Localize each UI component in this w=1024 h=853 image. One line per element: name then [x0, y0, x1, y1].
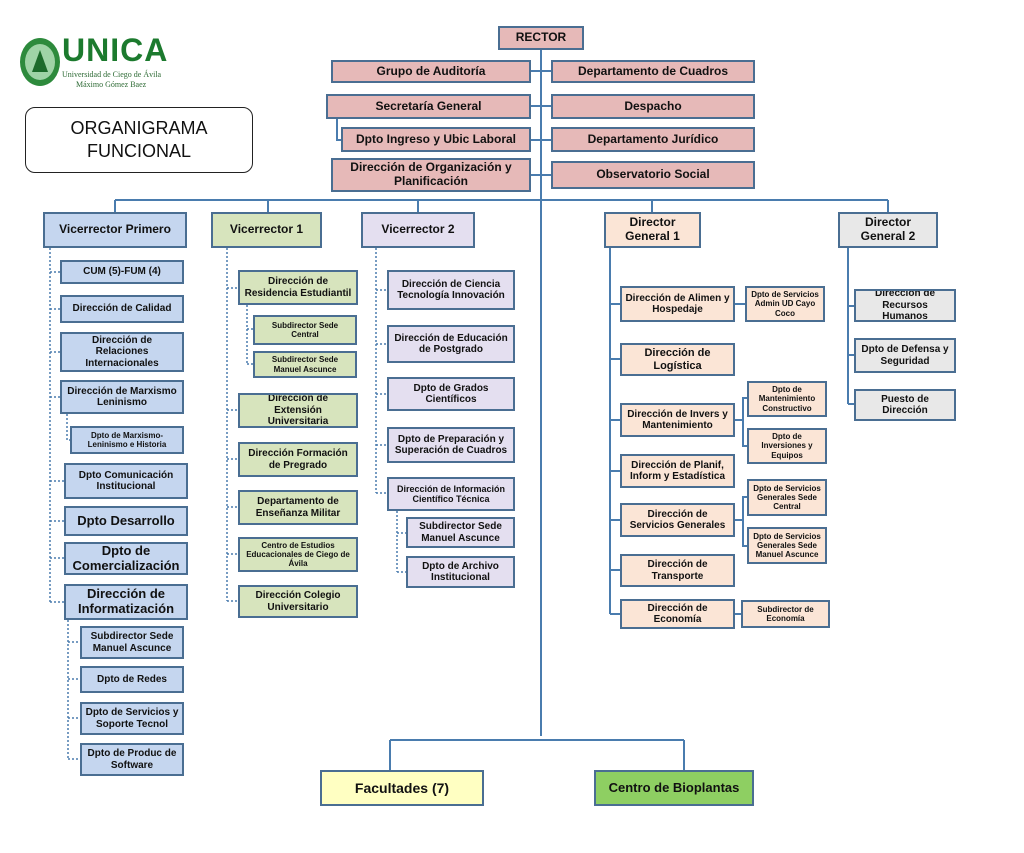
vr2-archivo: Dpto de Archivo Institucional: [406, 556, 515, 588]
vr1-sub: [246, 305, 253, 365]
vrp-sub-info: [67, 620, 80, 760]
vrp-ticks: [50, 271, 64, 603]
dg1-sub-economia: Subdirector de Economía: [741, 600, 830, 628]
staff-auditoria: Grupo de Auditoría: [331, 60, 531, 83]
vrp-marxismo-historia: Dpto de Marxismo-Leninismo e Historia: [70, 426, 184, 454]
vr1-head: Vicerrector 1: [211, 212, 322, 248]
staff-secretaria: Secretaría General: [326, 94, 531, 119]
dg1-ticks: [610, 303, 620, 615]
top-drops: [114, 200, 889, 212]
vrp-calidad: Dirección de Calidad: [60, 295, 184, 323]
vr2-head: Vicerrector 2: [361, 212, 475, 248]
staff-organizacion: Dirección de Organización y Planificació…: [331, 158, 531, 192]
dg1-invers-mant: Dirección de Invers y Mantenimiento: [620, 403, 735, 437]
vrp-relaciones: Dirección de Relaciones Internacionales: [60, 332, 184, 372]
dg1-alimen: Dirección de Alimen y Hospedaje: [620, 286, 735, 322]
vr1-ticks: [227, 287, 238, 602]
vrp-servicios-soporte: Dpto de Servicios y Soporte Tecnol: [80, 702, 184, 735]
dg1-sg-sede-central: Dpto de Servicios Generales Sede Central: [747, 479, 827, 516]
vr1-extension: Dirección de Extensión Universitaria: [238, 393, 358, 428]
logo-wordmark: UNICA: [62, 32, 169, 68]
vr2-ticks: [376, 289, 387, 494]
staff-despacho: Despacho: [551, 94, 755, 119]
vrp-comunicacion: Dpto Comunicación Institucional: [64, 463, 188, 499]
vr2-preparacion: Dpto de Preparación y Superación de Cuad…: [387, 427, 515, 463]
dg1-transporte: Dirección de Transporte: [620, 554, 735, 587]
dg1-mant-constructivo: Dpto de Mantenimiento Constructivo: [747, 381, 827, 417]
dg2-rrhh: Dirección de Recursos Humanos: [854, 289, 956, 322]
dg1-side: [735, 303, 747, 615]
vrp-sub-ml: [66, 414, 70, 441]
vrp-informatizacion: Dirección de Informatización: [64, 584, 188, 620]
chart-title-line-2: FUNCIONAL: [86, 141, 191, 161]
vr2-grados: Dpto de Grados Científicos: [387, 377, 515, 411]
chart-title-line-1: ORGANIGRAMA: [70, 117, 208, 138]
dg1-economia: Dirección de Economía: [620, 599, 735, 629]
vrp-produc-software: Dpto de Produc de Software: [80, 743, 184, 776]
dg1-planif: Dirección de Planif, Inform y Estadístic…: [620, 454, 735, 488]
vr1-sub-sede-ma: Subdirector Sede Manuel Ascunce: [253, 351, 357, 378]
university-seal-icon: [20, 38, 60, 86]
vrp-cum-fum: CUM (5)-FUM (4): [60, 260, 184, 284]
facultades-box: Facultades (7): [320, 770, 484, 806]
vr2-sub-sede-ma: Subdirector Sede Manuel Ascunce: [406, 517, 515, 548]
dg2-head: Director General 2: [838, 212, 938, 248]
dg1-cayo-coco: Dpto de Servicios Admin UD Cayo Coco: [745, 286, 825, 322]
vr2-sub: [396, 511, 406, 573]
vr1-residencia: Dirección de Residencia Estudiantil: [238, 270, 358, 305]
vrp-marxismo: Dirección de Marxismo Leninismo: [60, 380, 184, 414]
vr2-postgrado: Dirección de Educación de Postgrado: [387, 325, 515, 363]
staff-branch-left: [531, 70, 551, 176]
chart-title: ORGANIGRAMA FUNCIONAL: [25, 107, 253, 173]
dg1-serv-generales: Dirección de Servicios Generales: [620, 503, 735, 537]
dg1-head: Director General 1: [604, 212, 701, 248]
vrp-sub-sede-ma: Subdirector Sede Manuel Ascunce: [80, 626, 184, 659]
vrp-comercializacion: Dpto de Comercialización: [64, 542, 188, 575]
vr1-ensenanza-militar: Departamento de Enseñanza Militar: [238, 490, 358, 525]
dg1-inversiones-equipos: Dpto de Inversiones y Equipos: [747, 428, 827, 464]
dg2-defensa: Dpto de Defensa y Seguridad: [854, 338, 956, 373]
vr1-centro-estudios: Centro de Estudios Educacionales de Cieg…: [238, 537, 358, 572]
dg1-sg-sede-ma: Dpto de Servicios Generales Sede Manuel …: [747, 527, 827, 564]
vr-primero-head: Vicerrector Primero: [43, 212, 187, 248]
bottom-bus: [389, 739, 685, 770]
dg2-ticks: [848, 305, 854, 405]
vrp-desarrollo: Dpto Desarrollo: [64, 506, 188, 536]
rector-box: RECTOR: [498, 26, 584, 50]
vr1-pregrado: Dirección Formación de Pregrado: [238, 442, 358, 477]
vrp-redes: Dpto de Redes: [80, 666, 184, 693]
vr2-ciencia: Dirección de Ciencia Tecnología Innovaci…: [387, 270, 515, 310]
staff-ingreso: Dpto Ingreso y Ubic Laboral: [341, 127, 531, 152]
vr1-sub-sede-central: Subdirector Sede Central: [253, 315, 357, 345]
staff-cuadros: Departamento de Cuadros: [551, 60, 755, 83]
vr1-colegio: Dirección Colegio Universitario: [238, 585, 358, 618]
logo-subtitle-2: Máximo Gómez Baez: [76, 80, 147, 89]
vr2-informacion: Dirección de Información Científico Técn…: [387, 477, 515, 511]
dg1-logistica: Dirección de Logística: [620, 343, 735, 376]
bioplantas-box: Centro de Bioplantas: [594, 770, 754, 806]
unica-logo: UNICA Universidad de Ciego de Ávila Máxi…: [18, 32, 173, 94]
logo-subtitle-1: Universidad de Ciego de Ávila: [62, 70, 162, 79]
staff-juridico: Departamento Jurídico: [551, 127, 755, 152]
dg2-puesto: Puesto de Dirección: [854, 389, 956, 421]
staff-observatorio: Observatorio Social: [551, 161, 755, 189]
